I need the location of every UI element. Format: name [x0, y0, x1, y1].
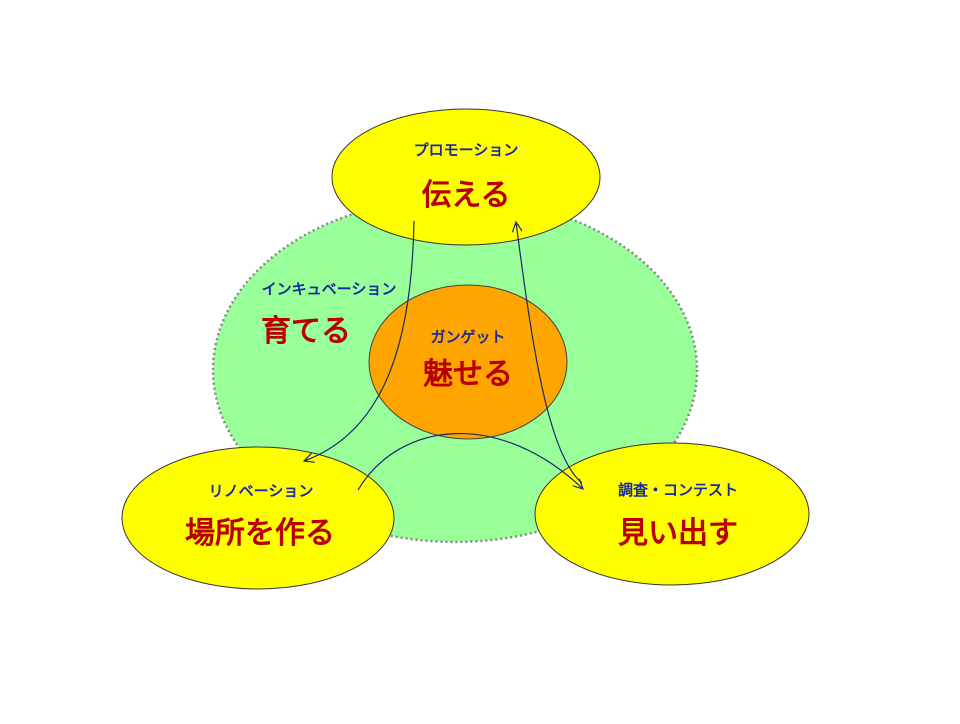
renovation-ellipse	[121, 446, 395, 590]
center-circle	[368, 284, 568, 440]
promotion-main-label: 伝える	[421, 178, 511, 213]
renovation-sub-label: リノベーション	[208, 482, 314, 500]
center-main-label: 魅せる	[423, 357, 513, 392]
arrow-top-to-left	[304, 220, 415, 461]
incubation-main-label: 育てる	[261, 314, 351, 349]
promotion-sub-label: プロモーション	[413, 141, 519, 159]
center-sub-label: ガンゲット	[430, 328, 506, 346]
research-sub-label: 調査・コンテスト	[617, 481, 738, 499]
incubation-sub-label: インキュベーション	[261, 280, 397, 298]
research-main-label: 見い出す	[618, 516, 738, 551]
research-ellipse	[534, 442, 810, 586]
renovation-main-label: 場所を作る	[185, 516, 335, 551]
arrow-left-to-right	[357, 433, 583, 491]
promotion-ellipse	[331, 108, 601, 246]
arrow-right-to-top	[516, 222, 583, 484]
